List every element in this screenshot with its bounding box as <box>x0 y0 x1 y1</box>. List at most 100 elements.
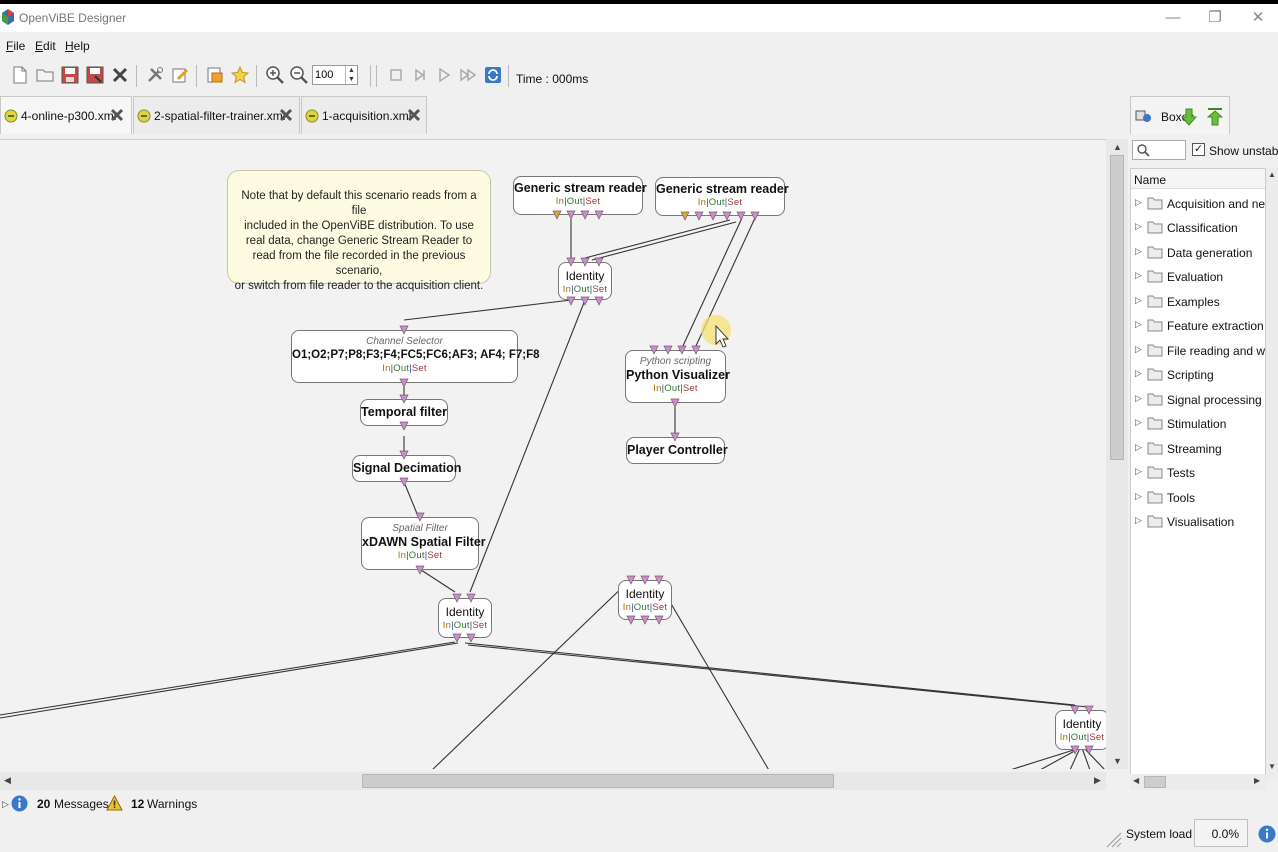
info-icon[interactable] <box>1258 825 1276 843</box>
tree-item-feature-extraction[interactable]: ▷Feature extraction <box>1131 315 1265 337</box>
scroll-right-icon[interactable]: ▶ <box>1254 776 1261 785</box>
tree-item-tools[interactable]: ▷Tools <box>1131 487 1265 509</box>
scroll-up-icon[interactable]: ▲ <box>1113 142 1122 152</box>
expand-icon[interactable]: ▷ <box>1135 197 1142 207</box>
tree-item-examples[interactable]: ▷Examples <box>1131 291 1265 313</box>
zoom-spin-arrows-icon[interactable]: ▲▼ <box>345 66 357 84</box>
expand-icon[interactable]: ▷ <box>1135 270 1142 280</box>
star-icon[interactable] <box>230 65 250 85</box>
messages-label[interactable]: Messages <box>54 797 109 811</box>
show-unstable-checkbox[interactable]: ✓ <box>1192 143 1205 156</box>
box-temporal-filter[interactable]: Temporal filter <box>360 399 448 426</box>
tree-item-acquisition[interactable]: ▷Acquisition and netwo <box>1131 193 1265 215</box>
box-identity-top[interactable]: Identity In|Out|Set <box>558 262 612 300</box>
zoom-spinbox[interactable]: ▲▼ <box>312 65 358 85</box>
expand-icon[interactable]: ▷ <box>1135 295 1142 305</box>
tab-close-icon[interactable] <box>406 107 422 123</box>
open-folder-icon[interactable] <box>35 65 55 85</box>
arrow-up-icon[interactable] <box>1207 108 1223 126</box>
tab-close-icon[interactable] <box>109 107 125 123</box>
tab-online-p300[interactable]: 4-online-p300.xml <box>0 96 132 134</box>
tree-item-stimulation[interactable]: ▷Stimulation <box>1131 413 1265 435</box>
save-as-icon[interactable] <box>85 65 105 85</box>
scroll-up-icon[interactable]: ▲ <box>1268 170 1276 179</box>
scroll-right-icon[interactable]: ▶ <box>1094 775 1101 785</box>
minimize-icon[interactable]: — <box>1165 9 1181 26</box>
stop-icon[interactable] <box>386 65 406 85</box>
box-channel-selector[interactable]: Channel Selector O1;O2;P7;P8;F3;F4;FC5;F… <box>291 330 540 383</box>
refresh-icon[interactable] <box>483 65 503 85</box>
fast-forward-icon[interactable] <box>458 65 478 85</box>
box-identity-mid[interactable]: Identity In|Out|Set <box>438 598 492 638</box>
tree-item-evaluation[interactable]: ▷Evaluation <box>1131 266 1265 288</box>
scenario-comment[interactable]: Note that by default this scenario reads… <box>227 170 491 292</box>
menu-bar: File Edit Help <box>0 36 1278 56</box>
expand-icon[interactable]: ▷ <box>1135 491 1142 501</box>
box-signal-decimation[interactable]: Signal Decimation <box>352 455 461 482</box>
scroll-down-icon[interactable]: ▼ <box>1113 756 1122 766</box>
tree-item-classification[interactable]: ▷Classification <box>1131 217 1265 239</box>
expand-icon[interactable]: ▷ <box>1135 515 1142 525</box>
expand-icon[interactable]: ▷ <box>1135 368 1142 378</box>
vertical-scroll-thumb[interactable] <box>1110 155 1124 460</box>
box-xdawn-spatial-filter[interactable]: Spatial Filter xDAWN Spatial Filter In|O… <box>361 517 486 570</box>
scroll-down-icon[interactable]: ▼ <box>1268 762 1276 771</box>
tree-item-streaming[interactable]: ▷Streaming <box>1131 438 1265 460</box>
tree-item-data-generation[interactable]: ▷Data generation <box>1131 242 1265 264</box>
expand-icon[interactable]: ▷ <box>1135 319 1142 329</box>
zoom-input[interactable] <box>315 68 345 82</box>
canvas-vertical-scrollbar[interactable]: ▲ ▼ <box>1106 139 1128 769</box>
step-icon[interactable] <box>410 65 430 85</box>
tree-item-signal-processing[interactable]: ▷Signal processing <box>1131 389 1265 411</box>
box-generic-stream-reader-1[interactable]: Generic stream reader In|Out|Set <box>513 176 647 215</box>
tab-boxes[interactable]: Boxes <box>1130 96 1230 134</box>
close-scenario-icon[interactable] <box>110 65 130 85</box>
warnings-label[interactable]: Warnings <box>147 797 198 811</box>
zoom-in-icon[interactable] <box>265 65 285 85</box>
resize-grip-icon[interactable] <box>1104 830 1122 848</box>
save-icon[interactable] <box>60 65 80 85</box>
about-scenario-icon[interactable] <box>205 65 225 85</box>
box-player-controller[interactable]: Player Controller <box>626 437 728 464</box>
box-generic-stream-reader-2[interactable]: Generic stream reader In|Out|Set <box>655 177 789 216</box>
box-python-visualizer[interactable]: Python scripting Python Visualizer In|Ou… <box>625 350 730 403</box>
tree-item-scripting[interactable]: ▷Scripting <box>1131 364 1265 386</box>
tree-item-tests[interactable]: ▷Tests <box>1131 462 1265 484</box>
arrow-down-icon[interactable] <box>1181 108 1197 126</box>
box-identity-center[interactable]: Identity In|Out|Set <box>618 580 672 620</box>
restore-icon[interactable]: ❐ <box>1208 9 1222 26</box>
new-file-icon[interactable] <box>10 65 30 85</box>
tree-column-header[interactable]: Name <box>1131 169 1265 189</box>
scroll-left-icon[interactable]: ◀ <box>4 775 11 785</box>
expand-icon[interactable]: ▷ <box>1135 246 1142 256</box>
expand-icon[interactable]: ▷ <box>1135 442 1142 452</box>
menu-edit[interactable]: Edit <box>35 39 56 53</box>
scenario-canvas[interactable]: Note that by default this scenario reads… <box>0 139 1106 769</box>
zoom-out-icon[interactable] <box>289 65 309 85</box>
play-icon[interactable] <box>434 65 454 85</box>
horizontal-scroll-thumb[interactable] <box>362 774 834 788</box>
close-window-icon[interactable]: ✕ <box>1251 9 1265 26</box>
tree-item-visualisation[interactable]: ▷Visualisation <box>1131 511 1265 533</box>
expand-icon[interactable]: ▷ <box>1135 221 1142 231</box>
tree-horizontal-scrollbar[interactable]: ◀ ▶ <box>1130 774 1266 790</box>
edit-comment-icon[interactable] <box>170 65 190 85</box>
expand-messages-icon[interactable]: ▷ <box>2 799 9 809</box>
tree-scroll-thumb[interactable] <box>1144 776 1166 788</box>
tab-acquisition[interactable]: 1-acquisition.xml <box>301 96 427 134</box>
menu-help[interactable]: Help <box>65 39 90 53</box>
box-identity-right[interactable]: Identity In|Out|Set <box>1055 710 1106 750</box>
tab-spatial-filter-trainer[interactable]: 2-spatial-filter-trainer.xml <box>133 96 300 134</box>
canvas-horizontal-scrollbar[interactable]: ◀ ▶ <box>0 772 1106 790</box>
expand-icon[interactable]: ▷ <box>1135 344 1142 354</box>
tree-vertical-scrollbar[interactable]: ▲ ▼ <box>1266 168 1278 780</box>
expand-icon[interactable]: ▷ <box>1135 417 1142 427</box>
tab-close-icon[interactable] <box>278 107 294 123</box>
box-search-input[interactable] <box>1132 140 1186 160</box>
tree-item-file-reading[interactable]: ▷File reading and writin <box>1131 340 1265 362</box>
menu-file[interactable]: File <box>6 39 25 53</box>
expand-icon[interactable]: ▷ <box>1135 466 1142 476</box>
expand-icon[interactable]: ▷ <box>1135 393 1142 403</box>
scroll-left-icon[interactable]: ◀ <box>1133 776 1140 785</box>
settings-tools-icon[interactable] <box>145 65 165 85</box>
